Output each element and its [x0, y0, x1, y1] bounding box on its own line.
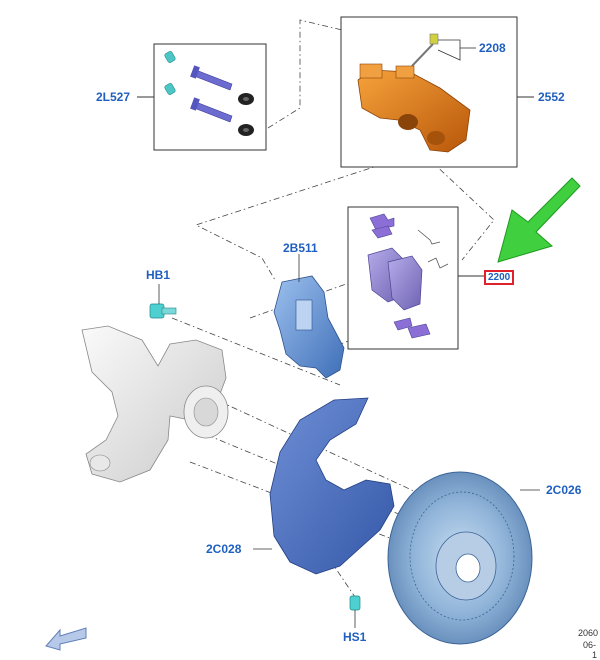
callout-hs1[interactable]: HS1 — [343, 630, 367, 644]
callout-2c028[interactable]: 2C028 — [206, 542, 242, 556]
guide-pin-lower — [164, 83, 254, 136]
brake-pads — [367, 213, 449, 339]
callout-2200-highlighted[interactable]: 2200 — [484, 270, 515, 285]
footer-code-line3: 1 — [592, 650, 598, 660]
callout-2l527[interactable]: 2L527 — [96, 90, 131, 104]
caliper-body — [357, 63, 471, 153]
hb1-bolt — [149, 284, 177, 319]
callout-2552[interactable]: 2552 — [538, 90, 565, 104]
footer-code-line2: 06- — [583, 640, 597, 650]
caliper-bracket — [273, 254, 345, 379]
callout-2c026[interactable]: 2C026 — [546, 483, 582, 497]
bleeder-screw — [411, 33, 476, 67]
callout-2208[interactable]: 2208 — [479, 41, 506, 55]
back-arrow-icon[interactable] — [44, 624, 88, 652]
footer-code-line1: 2060 — [578, 628, 599, 638]
guide-pin-upper — [164, 51, 254, 105]
callout-2b511[interactable]: 2B511 — [283, 241, 318, 255]
steering-knuckle — [81, 325, 229, 483]
green-arrow-icon — [497, 177, 581, 263]
hs1-screw — [349, 595, 361, 628]
callout-hb1[interactable]: HB1 — [146, 268, 171, 282]
dust-shield — [253, 397, 395, 575]
brake-rotor — [387, 471, 540, 645]
